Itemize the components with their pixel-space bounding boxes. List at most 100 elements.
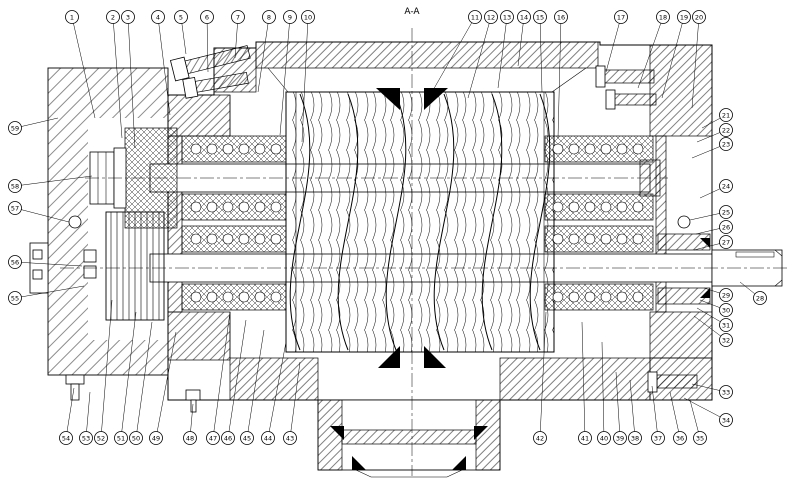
balloon-number: 10 bbox=[304, 13, 312, 21]
balloon-number: 11 bbox=[471, 13, 479, 21]
bearing-roller bbox=[254, 143, 266, 155]
balloon-circle bbox=[500, 10, 514, 24]
housing-top-wall bbox=[255, 41, 599, 69]
balloon-circle bbox=[221, 431, 235, 445]
leader-line bbox=[155, 331, 177, 439]
balloon-circle bbox=[59, 431, 73, 445]
bearing-roller bbox=[600, 233, 612, 245]
callout-55: 55 bbox=[8, 285, 85, 305]
callout-9: 9 bbox=[279, 10, 297, 136]
top-right-bolt-2 bbox=[605, 89, 657, 110]
housing-right-wall-upper bbox=[649, 44, 713, 137]
bearing-roller bbox=[568, 233, 580, 245]
balloon-number: 39 bbox=[616, 434, 624, 442]
balloon-number: 5 bbox=[179, 13, 183, 21]
callout-34: 34 bbox=[683, 397, 733, 427]
leader-line bbox=[615, 371, 621, 439]
rotor-section bbox=[285, 91, 555, 353]
cover-hole bbox=[68, 215, 82, 229]
bolt-4-head bbox=[605, 89, 616, 110]
rotor-lobe-curve bbox=[529, 93, 551, 351]
callout-30: 30 bbox=[699, 299, 733, 317]
balloon-circle bbox=[8, 291, 22, 305]
balloon-number: 28 bbox=[756, 294, 764, 302]
bearing-roller bbox=[270, 233, 282, 245]
bolt-4-shank bbox=[613, 93, 657, 106]
bearing-roller bbox=[584, 201, 596, 213]
rotor-lobe-curve bbox=[289, 93, 311, 351]
seal-wedges bbox=[330, 88, 488, 470]
fasteners bbox=[169, 45, 698, 413]
balloon-number: 27 bbox=[722, 238, 730, 246]
gland-upper bbox=[657, 233, 711, 251]
callout-22: 22 bbox=[696, 123, 733, 143]
callout-49: 49 bbox=[149, 331, 177, 445]
bottom-wall-right bbox=[475, 399, 501, 471]
bearing-roller bbox=[222, 201, 234, 213]
balloon-circle bbox=[149, 431, 163, 445]
bolt-2-head bbox=[182, 76, 199, 99]
leader-line bbox=[267, 341, 287, 439]
leader-line bbox=[227, 319, 247, 439]
leader-line bbox=[257, 16, 270, 93]
bearing-roller bbox=[222, 233, 234, 245]
callout-2: 2 bbox=[106, 10, 123, 139]
balloon-circle bbox=[206, 431, 220, 445]
leader-line bbox=[301, 16, 309, 143]
cusp-wedge-top-left bbox=[376, 88, 400, 110]
callout-59: 59 bbox=[8, 117, 59, 135]
leader-line bbox=[431, 16, 476, 93]
callout-44: 44 bbox=[261, 341, 287, 445]
bearing-roller bbox=[616, 291, 628, 303]
callout-19: 19 bbox=[661, 10, 691, 99]
balloon-number: 2 bbox=[111, 13, 115, 21]
balloon-number: 34 bbox=[722, 416, 730, 424]
balloon-circle bbox=[719, 108, 733, 122]
callout-38: 38 bbox=[628, 379, 642, 445]
callout-24: 24 bbox=[699, 179, 733, 199]
bearing-roller bbox=[632, 201, 644, 213]
cusp-wedge-top-right bbox=[424, 88, 448, 110]
balloon-circle bbox=[719, 179, 733, 193]
balloon-circle bbox=[719, 413, 733, 427]
bottom-wall-left bbox=[317, 399, 343, 471]
bolt-5-shank bbox=[656, 374, 698, 389]
callout-41: 41 bbox=[578, 321, 592, 445]
balloon-number: 50 bbox=[132, 434, 140, 442]
balloon-number: 14 bbox=[520, 13, 528, 21]
bearing-roller bbox=[568, 291, 580, 303]
balloon-circle bbox=[106, 10, 120, 24]
leader-line bbox=[71, 16, 96, 119]
balloon-circle bbox=[8, 255, 22, 269]
balloon-number: 40 bbox=[600, 434, 608, 442]
balloon-number: 23 bbox=[722, 140, 730, 148]
balloon-number: 7 bbox=[236, 13, 240, 21]
bearing-roller bbox=[568, 201, 580, 213]
bearing-roller bbox=[616, 143, 628, 155]
leader-line bbox=[557, 16, 562, 139]
balloon-number: 20 bbox=[695, 13, 703, 21]
cover-wedge-left bbox=[330, 426, 344, 440]
housing-left-wall-lower bbox=[167, 311, 231, 361]
leader-line bbox=[637, 16, 664, 89]
leader-line bbox=[14, 207, 70, 223]
bearing-roller bbox=[254, 201, 266, 213]
bearing-roller bbox=[632, 233, 644, 245]
boss-plug-2 bbox=[32, 269, 43, 280]
bearing-roller bbox=[190, 201, 202, 213]
balloon-circle bbox=[753, 291, 767, 305]
balloon-number: 33 bbox=[722, 388, 730, 396]
bearing-roller bbox=[552, 201, 564, 213]
balloon-circle bbox=[533, 10, 547, 24]
balloon-number: 55 bbox=[11, 294, 19, 302]
balloon-circle bbox=[121, 10, 135, 24]
callout-20: 20 bbox=[691, 10, 706, 109]
bearing-roller bbox=[238, 143, 250, 155]
callout-1: 1 bbox=[65, 10, 96, 119]
callout-50: 50 bbox=[129, 321, 153, 445]
balloon-circle bbox=[719, 303, 733, 317]
balloon-circle bbox=[554, 10, 568, 24]
balloon-circle bbox=[719, 205, 733, 219]
leader-line bbox=[289, 361, 301, 439]
